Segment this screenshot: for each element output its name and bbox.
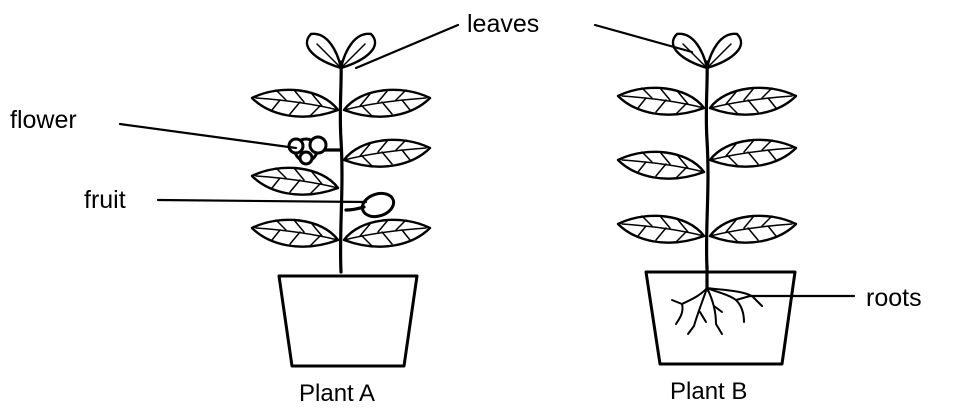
flower-pointer <box>120 124 296 148</box>
plant-a-caption: Plant A <box>299 380 375 407</box>
flower-shape <box>289 137 340 164</box>
roots-label: roots <box>866 284 922 312</box>
plant-b-pot <box>646 272 795 364</box>
plant-a-pot <box>279 276 417 366</box>
fruit-pointer <box>158 200 366 202</box>
plant-a <box>252 34 430 366</box>
plant-b-caption: Plant B <box>670 378 747 405</box>
flower-label: flower <box>10 106 77 134</box>
fruit-label: fruit <box>84 186 126 214</box>
plant-b-stem <box>706 62 708 268</box>
plant-b <box>618 34 796 364</box>
fruit-shape <box>346 190 397 221</box>
leaves-label: leaves <box>467 10 539 38</box>
plant-a-stem <box>340 62 342 272</box>
